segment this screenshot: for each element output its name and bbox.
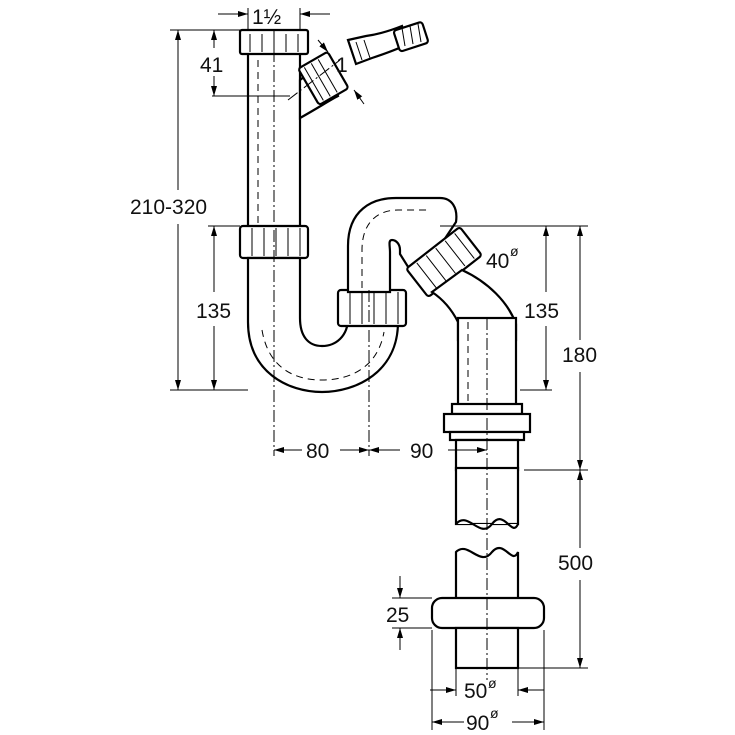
center-lines <box>273 30 488 680</box>
label-flange-diameter: 90 <box>466 712 489 735</box>
long-pipe-top <box>454 466 520 526</box>
hose-connector <box>346 21 429 66</box>
label-spacing-left: 80 <box>306 440 329 463</box>
u-bend <box>246 256 400 394</box>
label-spacing-right: 90 <box>410 440 433 463</box>
label-right-lower: 135 <box>524 300 559 323</box>
label-pipe-diameter-symbol: ø <box>488 675 497 691</box>
label-top-thread: 1½ <box>252 6 281 29</box>
label-outlet-diameter-symbol: ø <box>510 243 519 259</box>
label-flange-height: 25 <box>386 604 409 627</box>
dimension-lines <box>170 8 588 730</box>
label-total-height: 210-320 <box>130 196 207 219</box>
label-inlet-offset: 41 <box>200 54 223 77</box>
label-pipe-diameter: 50 <box>464 680 487 703</box>
floor-flange <box>430 596 546 630</box>
label-pipe-length: 500 <box>558 552 593 575</box>
label-right-height: 180 <box>562 344 597 367</box>
label-outlet-diameter: 40 <box>486 250 509 273</box>
middle-nut <box>336 288 408 328</box>
label-side-thread: 1 <box>336 54 348 77</box>
siphon-body <box>238 21 546 670</box>
label-flange-diameter-symbol: ø <box>490 705 499 721</box>
dimension-labels: 1½ 41 1 210-320 135 40 ø 135 180 80 90 5… <box>130 6 597 735</box>
side-nut <box>298 51 349 106</box>
label-left-lower: 135 <box>196 300 231 323</box>
